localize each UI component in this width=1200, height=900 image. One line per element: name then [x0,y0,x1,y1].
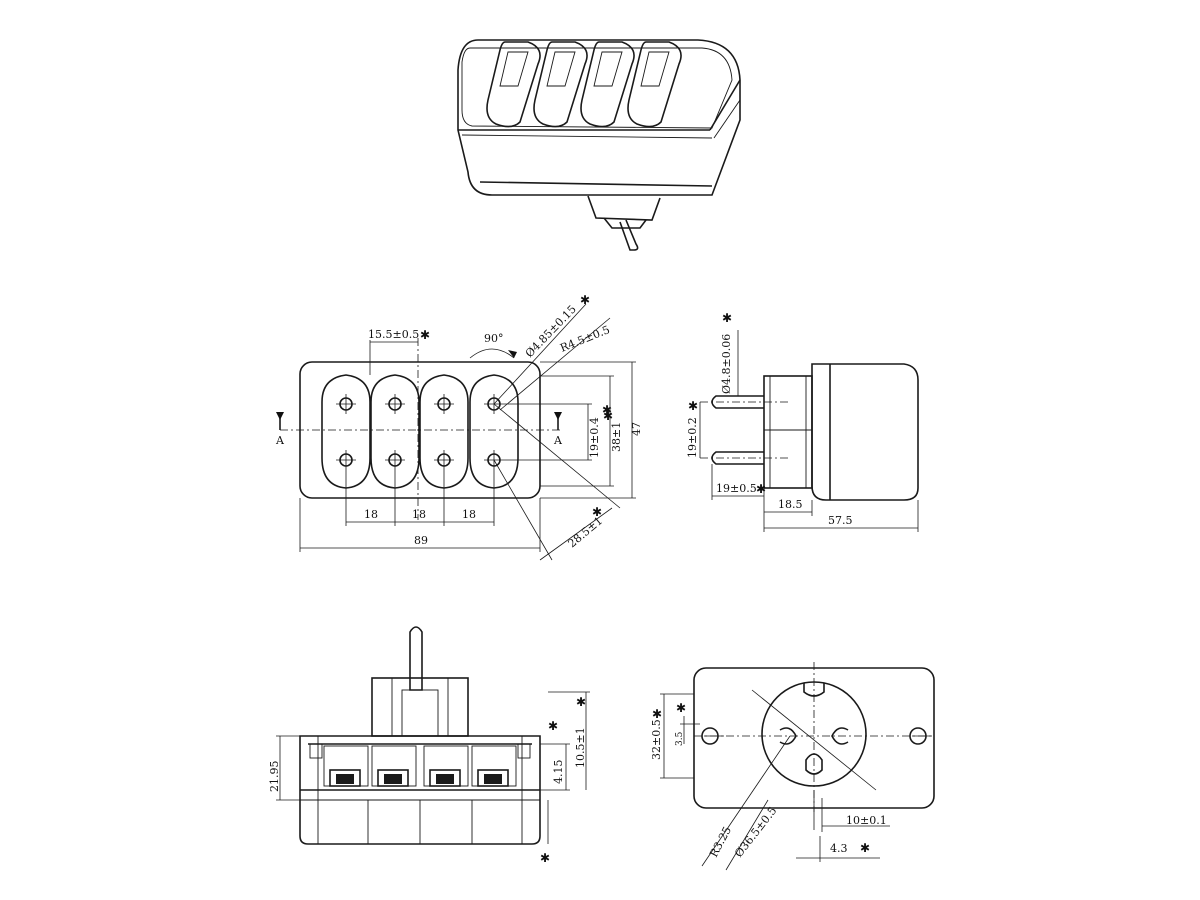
dim-pitch-3: 18 [462,508,476,521]
dim-radius: R4.5±0.5 [558,323,612,355]
svg-text:✱: ✱ [722,311,732,325]
dim-total-length: 57.5 [828,514,853,527]
dim-pitch-1: 18 [364,508,378,521]
dim-pin-spacing: 19±0.4 [588,417,601,458]
plug-face-view: 32±0.5 ✱ 3.5 ✱ R3.25 Ø36.5±0.5 10±0.1 4.… [650,662,935,871]
dim-face-width: 4.3 [830,842,848,855]
svg-text:A: A [553,434,563,447]
socket-recess-2 [533,41,588,128]
socket-recess-3 [580,41,635,128]
svg-text:✱: ✱ [592,505,602,519]
dim-pin-dia: Ø4.8±0.06 [720,334,733,394]
plug-face-pin-left [779,727,797,745]
svg-text:✱: ✱ [580,293,590,307]
svg-text:✱: ✱ [652,707,662,721]
dim-section-depth: 4.15 [552,760,565,785]
dim-face-radius: R3.25 [707,824,734,859]
dim-face-offset: 10±0.1 [846,814,887,827]
svg-text:✱: ✱ [688,399,698,413]
dim-pitch-top: 15.5±0.5 [368,328,419,341]
svg-text:A: A [275,434,285,447]
svg-text:✱: ✱ [676,701,686,715]
section-socket-contacts [308,743,532,844]
dim-diagonal: 28.5±1 [566,514,606,550]
dim-face-height: 32±0.5 [650,719,663,760]
section-mark-a-right: A [553,412,563,447]
dim-pitch-2: 18 [412,508,426,521]
svg-text:✱: ✱ [603,409,613,423]
dim-height: 47 [630,422,643,436]
isometric-plug-pin [619,219,639,251]
front-view: A A 15.5±0.5 ✱ 90° Ø4.85±0.15 ✱ R4.5±0.5… [275,293,643,561]
svg-text:✱: ✱ [860,841,870,855]
dim-section-height: 21.95 [268,761,281,793]
svg-text:✱: ✱ [756,482,766,496]
plug-face-pin-right [831,727,849,745]
svg-text:✱: ✱ [602,403,612,417]
dim-angle: 90° [484,332,504,345]
side-view: Ø4.8±0.06 ✱ 19±0.2 ✱ 19±0.5 ✱ 18.5 57.5 [686,311,919,532]
svg-text:✱: ✱ [576,695,586,709]
svg-text:✱: ✱ [540,851,550,865]
section-view: 21.95 4.15 ✱ 10.5±1 ✱ ✱ [268,626,590,865]
dim-plug-length: 18.5 [778,498,803,511]
section-mark-a-left: A [275,412,285,447]
dim-face-diameter: Ø36.5±0.5 [732,804,779,859]
socket-recess-4 [627,41,682,128]
dim-face-slot: 3.5 [675,731,685,746]
dim-height-inner: 38±1 [610,422,623,452]
svg-text:✱: ✱ [548,719,558,733]
socket-recess-1 [486,41,541,128]
dim-side-pin-spacing: 19±0.2 [686,417,699,458]
isometric-view [457,39,741,251]
dim-section-depth-2: 10.5±1 [574,727,587,768]
dim-width: 89 [414,534,428,547]
dim-pin-offset: 19±0.5 [716,482,757,495]
svg-text:✱: ✱ [420,328,430,342]
